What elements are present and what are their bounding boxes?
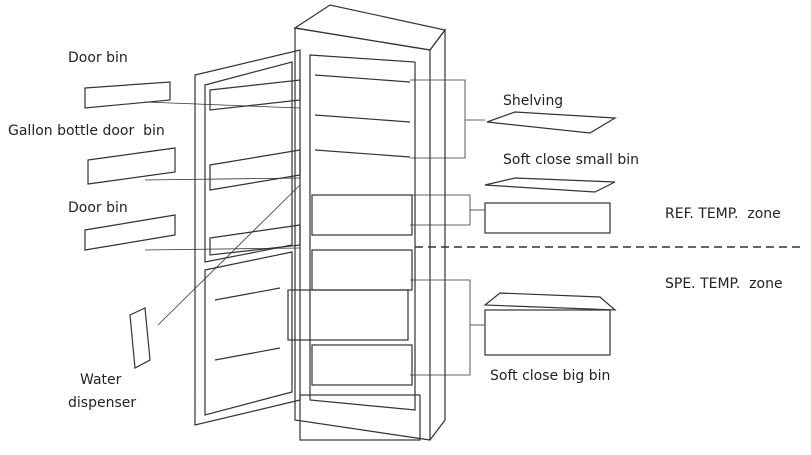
label-door-bin-bottom: Door bin (68, 200, 128, 216)
door (194, 49, 301, 426)
label-ref-zone: REF. TEMP. zone (665, 206, 781, 222)
water-dispenser-part (129, 307, 151, 369)
label-gallon-bin: Gallon bottle door bin (8, 123, 165, 139)
door-bin-bottom-part (84, 214, 176, 251)
label-small-bin: Soft close small bin (503, 152, 639, 168)
label-dispenser: dispenser (68, 395, 137, 411)
shelf-part (486, 111, 617, 134)
label-spe-zone: SPE. TEMP. zone (665, 276, 783, 292)
label-shelving: Shelving (503, 93, 564, 109)
big-bin-part (483, 292, 617, 356)
door-bin-top-part (84, 81, 171, 109)
label-big-bin: Soft close big bin (490, 368, 611, 384)
label-water: Water (80, 372, 122, 388)
gallon-bin-part (87, 147, 176, 185)
cabinet (287, 4, 447, 441)
label-door-bin-top: Door bin (68, 50, 128, 66)
leader-lines (144, 79, 485, 376)
small-bin-part (484, 177, 616, 234)
